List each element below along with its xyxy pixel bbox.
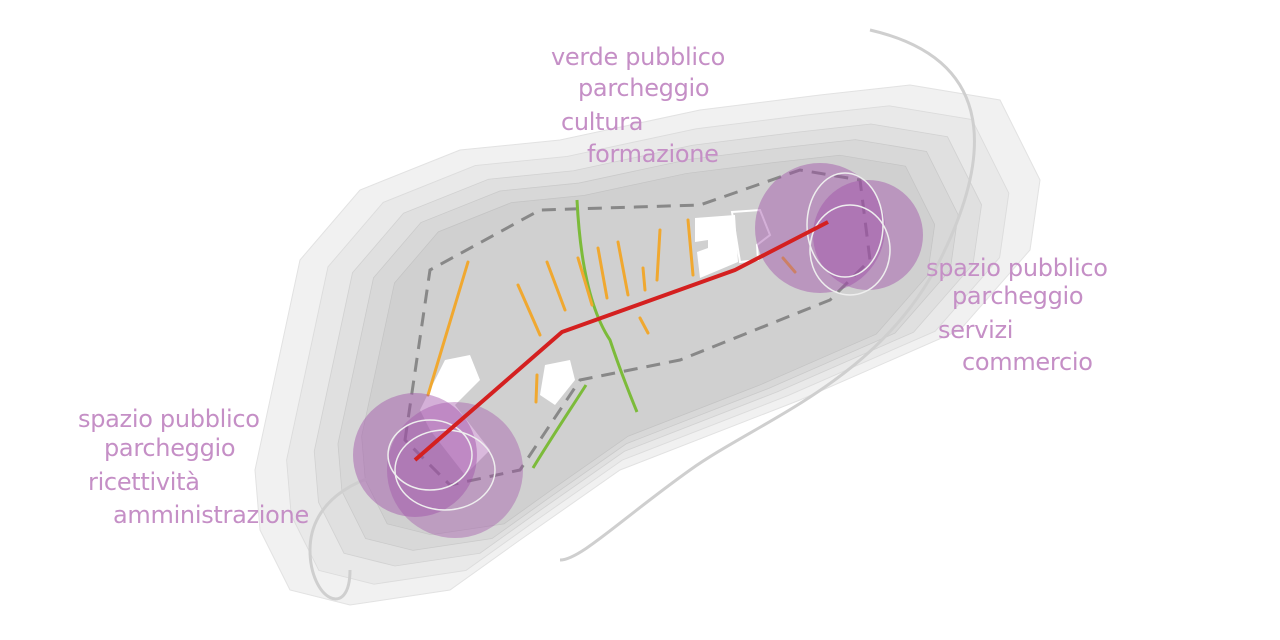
node-west [353, 393, 523, 538]
label: cultura [561, 108, 644, 136]
green-corridor [531, 199, 639, 469]
dashed-perimeter [403, 168, 872, 487]
buildings [420, 208, 772, 475]
label: amministrazione [113, 501, 309, 529]
label: ricettività [88, 468, 200, 496]
main-axis [413, 220, 829, 462]
label: formazione [587, 140, 719, 168]
boundary-curve [559, 28, 976, 562]
boundary-curve-west [308, 468, 421, 601]
label: parcheggio [578, 74, 710, 102]
label: parcheggio [104, 434, 236, 462]
label: commercio [962, 348, 1093, 376]
label: servizi [938, 316, 1014, 344]
label: verde pubblico [551, 43, 725, 71]
label: spazio pubblico [926, 254, 1108, 282]
label: parcheggio [952, 282, 1084, 310]
orange-marks [426, 218, 797, 404]
label: spazio pubblico [78, 405, 260, 433]
